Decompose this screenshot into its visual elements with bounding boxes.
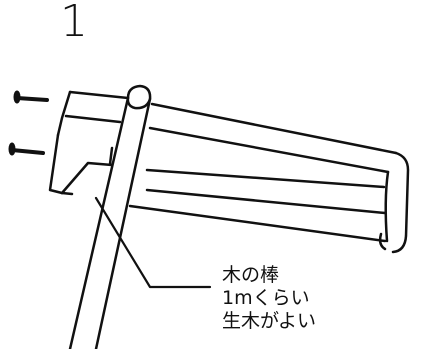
nail-upper (13, 90, 49, 104)
annotation-leader (94, 196, 212, 289)
annotation-line-2: 1mくらい (222, 287, 310, 309)
step-number: 1 (60, 0, 88, 47)
wooden-stick (68, 84, 152, 349)
annotation-text: 木の棒 1mくらい 生木がよい (222, 264, 316, 333)
nail-lower (8, 142, 45, 156)
annotation-line-1: 木の棒 (222, 264, 280, 286)
wood-board (48, 90, 410, 254)
annotation-line-3: 生木がよい (222, 310, 317, 332)
